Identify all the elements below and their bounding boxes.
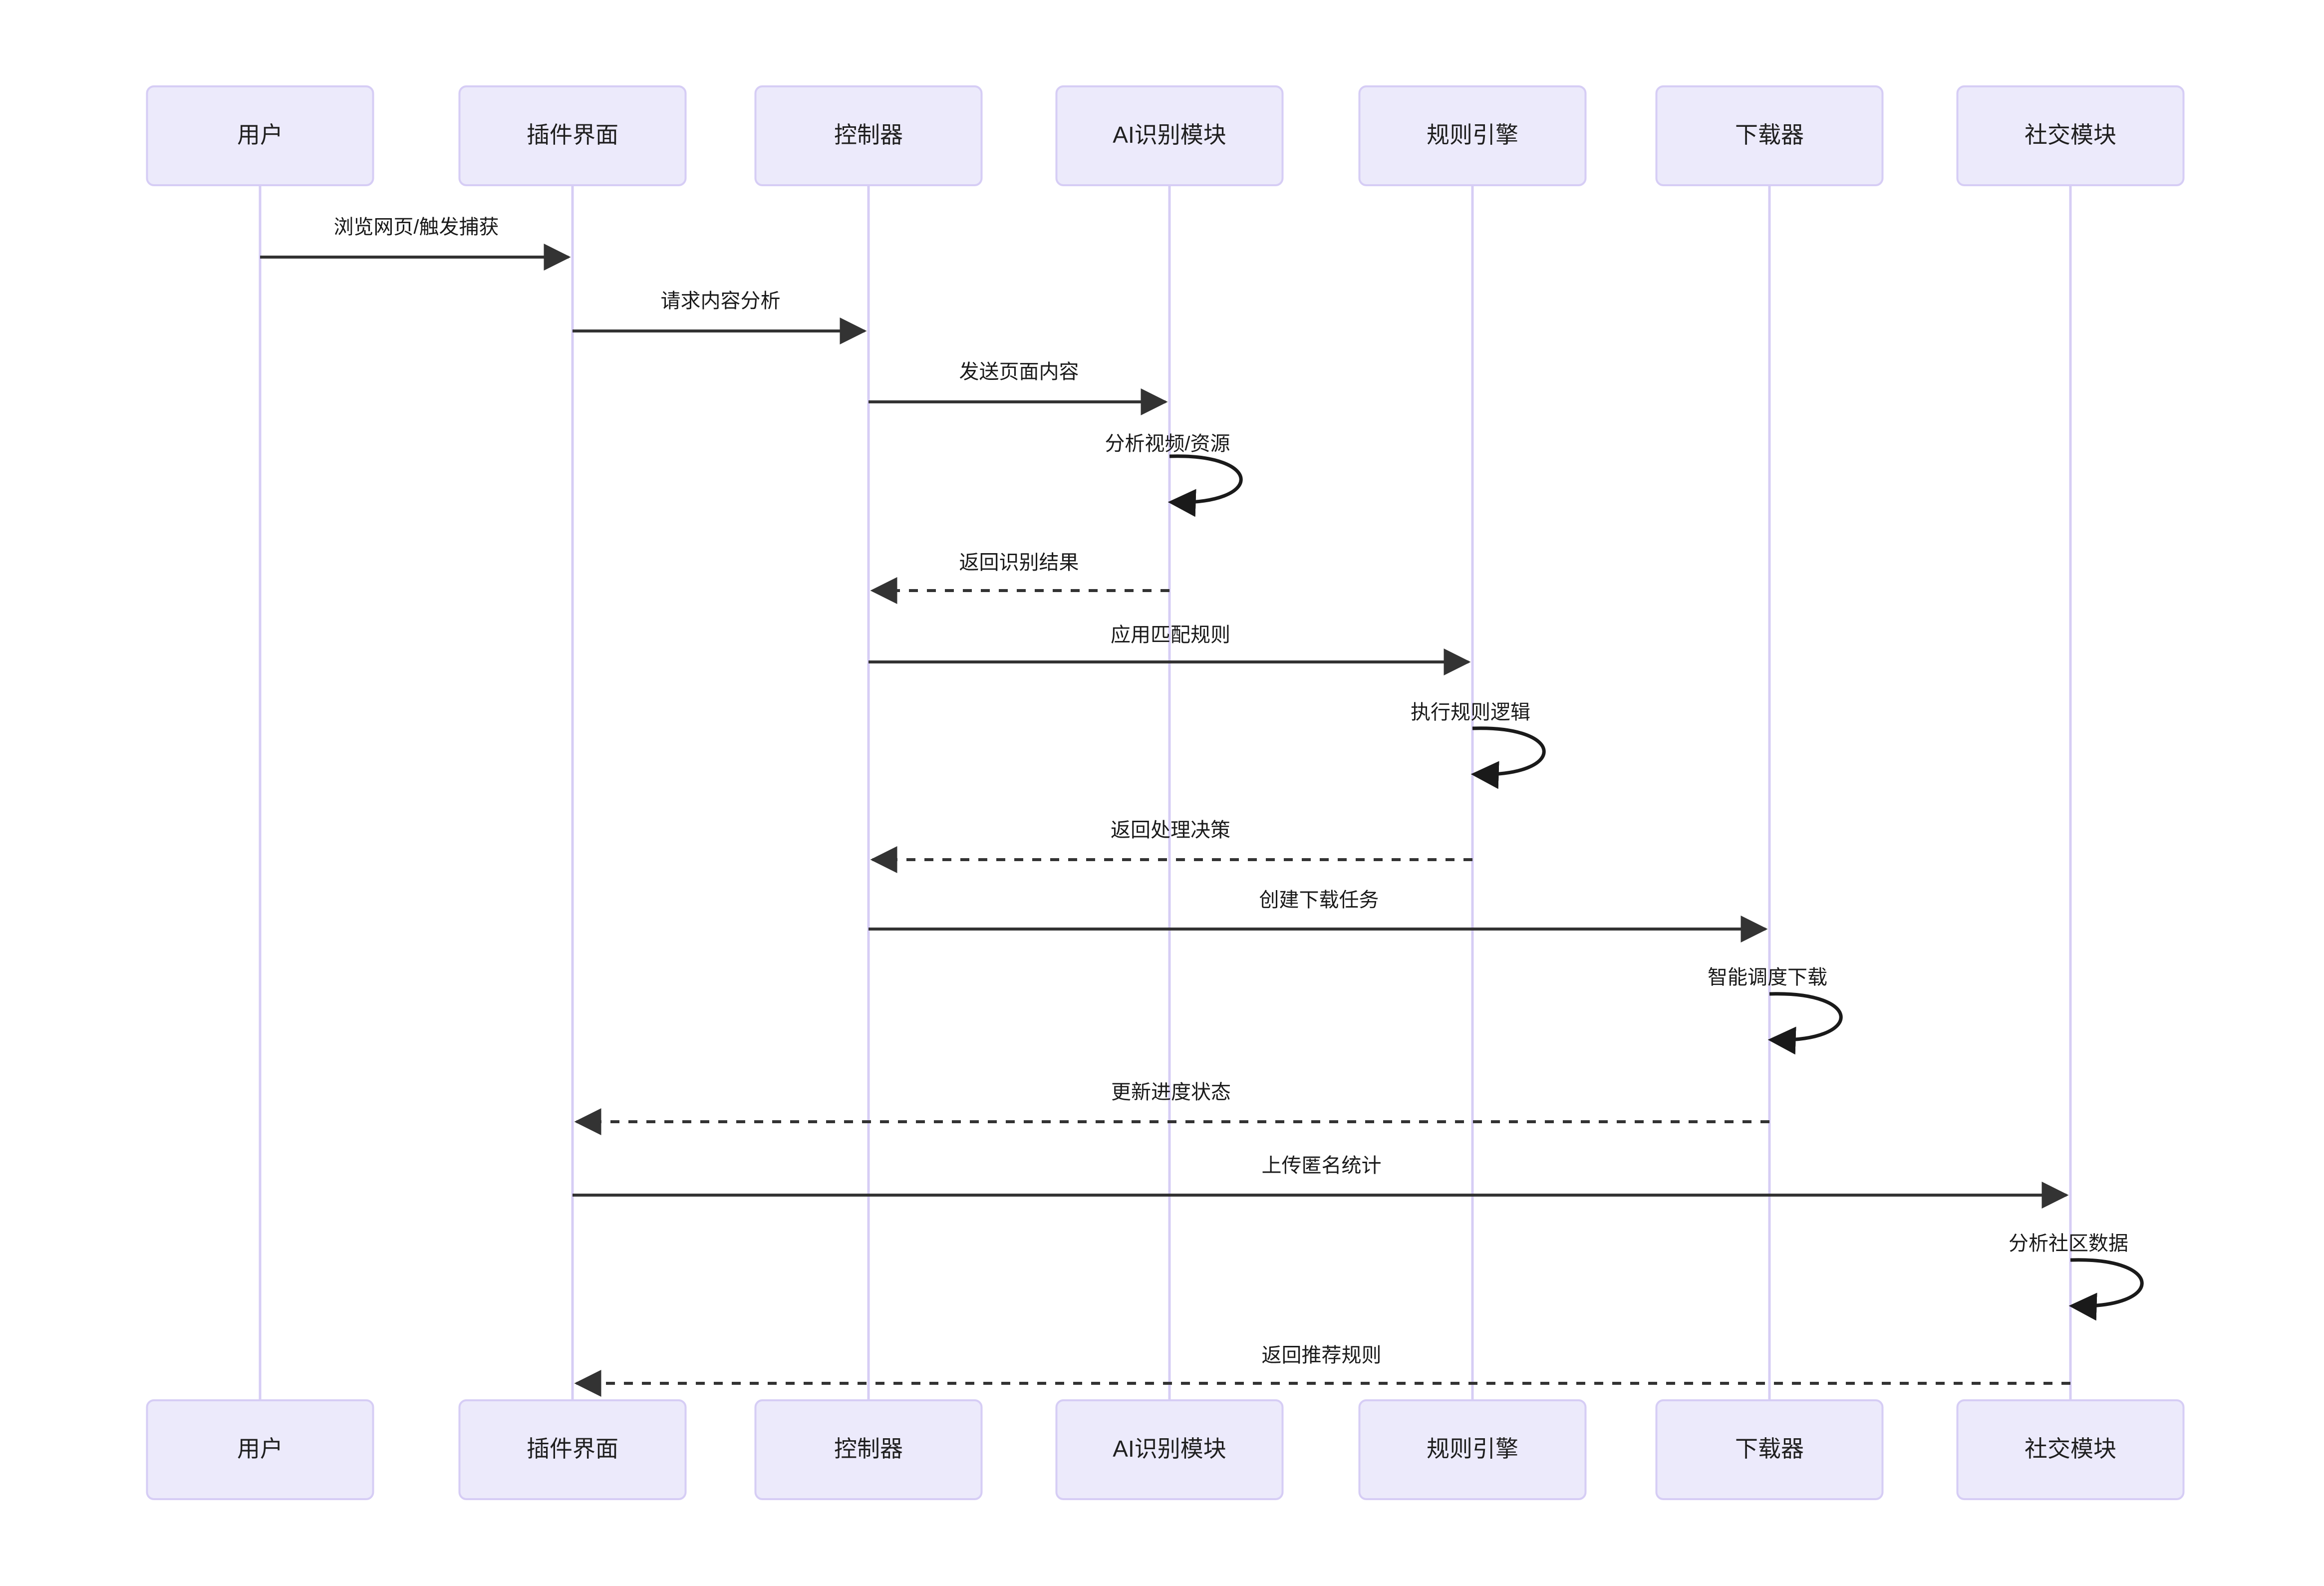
message-label-13: 分析社区数据 [2009, 1233, 2128, 1255]
participant-bottom-label-ai_module: AI识别模块 [1113, 1436, 1226, 1462]
participant-top-box-ai_module[interactable] [1055, 85, 1284, 186]
participant-top-label-ai_module: AI识别模块 [1113, 122, 1226, 148]
participant-bottom-box-controller[interactable] [754, 1399, 983, 1500]
participant-bottom-label-plugin_ui: 插件界面 [527, 1436, 618, 1462]
self-message-7[interactable] [1470, 726, 1546, 789]
participant-top-label-rule_engine: 规则引擎 [1427, 122, 1518, 148]
participant-bottom-label-downloader: 下载器 [1735, 1436, 1804, 1462]
self-message-10[interactable] [1767, 992, 1843, 1055]
participant-bottom-box-user[interactable] [146, 1399, 374, 1500]
message-label-10: 智能调度下载 [1708, 966, 1827, 988]
message-label-5: 返回识别结果 [959, 552, 1079, 574]
participant-top-box-user[interactable] [146, 85, 374, 186]
participant-bottom-box-rule_engine[interactable] [1358, 1399, 1587, 1500]
participant-bottom-box-social[interactable] [1956, 1399, 2185, 1500]
messages-group: 浏览网页/触发捕获请求内容分析发送页面内容分析视频/资源返回识别结果应用匹配规则… [260, 216, 2144, 1397]
self-message-4[interactable] [1167, 454, 1243, 517]
bottom-participant-boxes: 用户 插件界面 控制器 AI识别模块 规则引擎 下载器 社交模块 [146, 1399, 2185, 1500]
message-label-1: 浏览网页/触发捕获 [333, 216, 499, 238]
self-message-13[interactable] [2068, 1258, 2144, 1321]
message-label-12: 上传匿名统计 [1262, 1155, 1382, 1177]
top-participant-boxes: 用户 插件界面 控制器 AI识别模块 规则引擎 下载器 社交模块 [146, 85, 2185, 186]
participant-bottom-label-user: 用户 [237, 1436, 283, 1462]
participant-bottom-box-ai_module[interactable] [1055, 1399, 1284, 1500]
participant-top-box-rule_engine[interactable] [1358, 85, 1587, 186]
participant-bottom-box-downloader[interactable] [1655, 1399, 1884, 1500]
message-label-7: 执行规则逻辑 [1411, 701, 1530, 723]
participant-top-box-social[interactable] [1956, 85, 2185, 186]
message-label-9: 创建下载任务 [1259, 889, 1379, 911]
lifelines-group [259, 185, 2072, 1400]
message-label-14: 返回推荐规则 [1262, 1344, 1382, 1366]
message-label-4: 分析视频/资源 [1105, 433, 1230, 455]
participant-bottom-box-plugin_ui[interactable] [458, 1399, 687, 1500]
message-label-8: 返回处理决策 [1111, 819, 1230, 841]
message-label-3: 发送页面内容 [959, 361, 1079, 383]
participant-bottom-label-rule_engine: 规则引擎 [1427, 1436, 1518, 1462]
participant-top-label-plugin_ui: 插件界面 [527, 122, 618, 148]
message-label-11: 更新进度状态 [1111, 1081, 1231, 1103]
participant-top-label-social: 社交模块 [2025, 122, 2116, 148]
message-label-2: 请求内容分析 [661, 290, 781, 312]
participant-top-label-controller: 控制器 [834, 122, 903, 148]
participant-bottom-label-controller: 控制器 [834, 1436, 903, 1462]
participant-top-box-downloader[interactable] [1655, 85, 1884, 186]
participant-bottom-label-social: 社交模块 [2025, 1436, 2116, 1462]
participant-top-label-downloader: 下载器 [1735, 122, 1804, 148]
participant-top-box-controller[interactable] [754, 85, 983, 186]
participant-top-label-user: 用户 [237, 122, 283, 148]
participant-top-box-plugin_ui[interactable] [458, 85, 687, 186]
message-label-6: 应用匹配规则 [1111, 624, 1230, 646]
